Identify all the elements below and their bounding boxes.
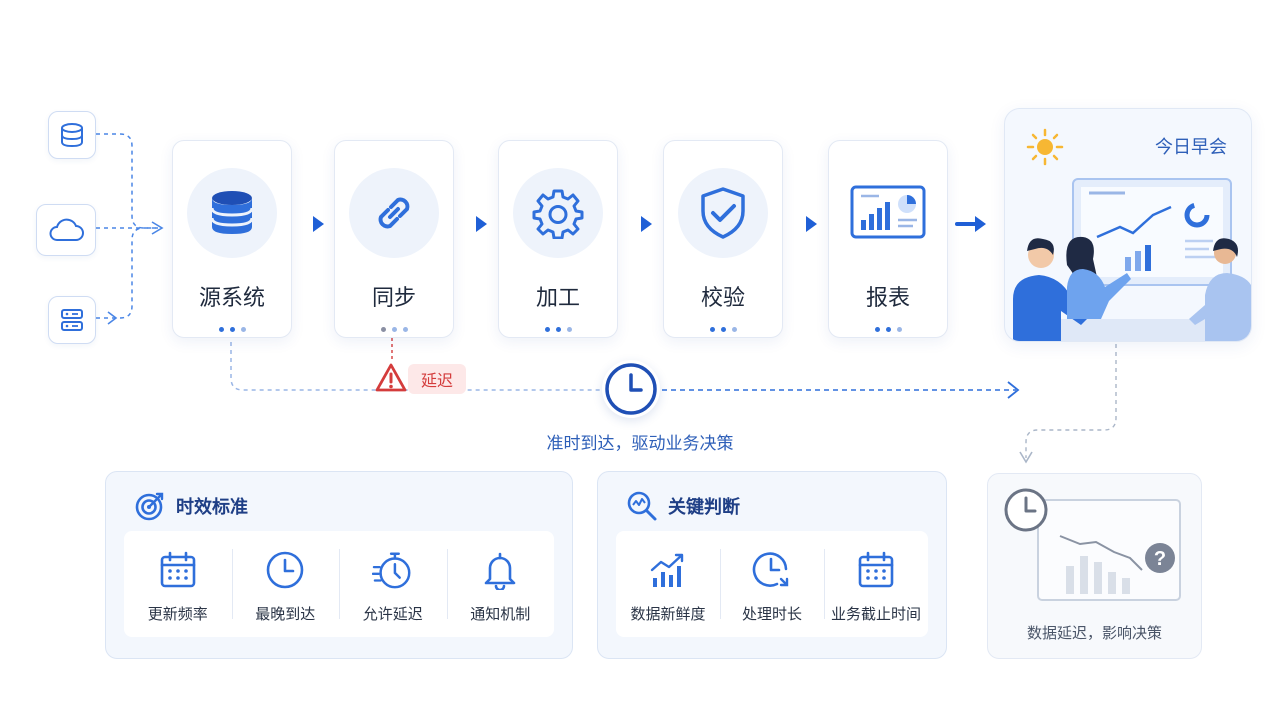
- source-cloud: [36, 204, 96, 256]
- morning-meeting-panel: 今日早会: [1004, 108, 1252, 342]
- database-icon: [61, 123, 83, 148]
- flow-arrow: [786, 216, 817, 232]
- delay-tag: 延迟: [408, 364, 466, 394]
- stage-report: 报表: [828, 140, 948, 338]
- progress-dots: [335, 317, 453, 336]
- standard-update-frequency: 更新频率: [124, 531, 232, 637]
- stage-validation: 校验: [663, 140, 783, 338]
- bar-trend-icon: [650, 553, 684, 587]
- on-time-clock: [602, 360, 660, 418]
- calendar-icon: [160, 551, 196, 588]
- progress-dots: [173, 317, 291, 336]
- judgement-title: 关键判断: [668, 497, 740, 518]
- cloud-icon: [49, 218, 84, 241]
- clock-arrow-icon: [752, 552, 789, 587]
- shield-check-icon: [701, 187, 745, 239]
- warning-icon: [375, 363, 407, 392]
- judgement-data-freshness: 数据新鲜度: [616, 531, 720, 637]
- bell-icon: [484, 552, 516, 590]
- flow-arrow: [456, 216, 487, 232]
- stage-label: 加工: [535, 286, 580, 311]
- judgement-panel: 关键判断 数据新鲜度 处理时长 业务截止时间: [597, 471, 947, 659]
- sun-icon: [1026, 128, 1064, 166]
- report-dashboard-icon: [850, 185, 926, 239]
- stage-label: 校验: [700, 286, 745, 311]
- stage-sync: 同步: [334, 140, 454, 338]
- stage-label: 同步: [371, 286, 416, 311]
- flow-arrow: [293, 216, 324, 232]
- standards-title: 时效标准: [176, 497, 248, 518]
- flow-arrow: [955, 216, 986, 232]
- progress-dots: [499, 317, 617, 336]
- stopwatch-icon: [371, 552, 411, 589]
- stage-source-system: 源系统: [172, 140, 292, 338]
- meeting-illustration: [1013, 178, 1251, 341]
- progress-dots: [664, 317, 782, 336]
- svg-text:?: ?: [1154, 548, 1166, 570]
- standard-notification: 通知机制: [446, 531, 555, 637]
- clock-icon: [605, 363, 657, 415]
- delayed-chart-illustration: ?: [1004, 488, 1181, 601]
- stage-processing: 加工: [498, 140, 618, 338]
- standards-panel: 时效标准 更新频率 最晚到达 允许延迟: [105, 471, 573, 659]
- caption-on-time: 准时到达，驱动业务决策: [546, 434, 734, 454]
- gear-icon: [532, 189, 584, 239]
- standard-allowed-delay: 允许延迟: [339, 531, 447, 637]
- judgement-processing-duration: 处理时长: [720, 531, 824, 637]
- progress-dots: [829, 317, 947, 336]
- source-server: [48, 296, 96, 344]
- stage-label: 报表: [865, 286, 910, 311]
- clock-icon: [266, 551, 304, 589]
- stage-label: 源系统: [198, 286, 265, 311]
- calendar-icon: [858, 551, 894, 588]
- server-icon: [61, 309, 83, 331]
- link-icon: [378, 197, 410, 229]
- standard-latest-arrival: 最晚到达: [231, 531, 340, 637]
- flow-arrow: [621, 216, 652, 232]
- search-analytics-icon: [627, 491, 657, 521]
- delay-impact-card: ? 数据延迟，影响决策: [987, 473, 1202, 659]
- database-icon: [210, 191, 254, 234]
- meeting-title: 今日早会: [1155, 137, 1227, 158]
- target-icon: [135, 492, 164, 521]
- impact-caption: 数据延迟，影响决策: [1026, 624, 1162, 642]
- source-database: [48, 111, 96, 159]
- judgement-business-deadline: 业务截止时间: [824, 531, 928, 637]
